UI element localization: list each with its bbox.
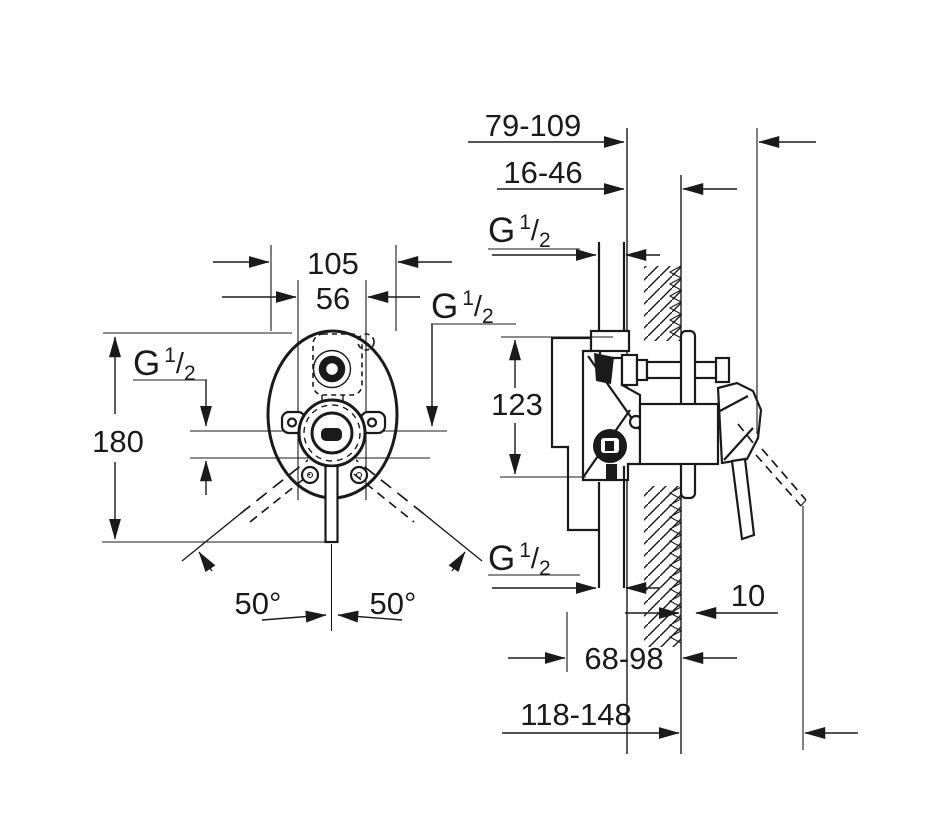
concealed-boss-dashed [357, 333, 375, 351]
outlet-pipe-cap [714, 356, 731, 384]
side-view [550, 128, 807, 754]
dim-total-depth-range: 118-148 [520, 697, 631, 732]
swing-left-ghost [249, 473, 311, 523]
pivot-screw-slot [605, 441, 614, 451]
dim-projection-range: 79-109 [485, 108, 582, 143]
screw-left-center [306, 471, 314, 479]
dim-plate-thickness: 10 [731, 578, 765, 613]
angle-arrow-right [337, 610, 403, 623]
top-port-fitting [589, 329, 631, 353]
dim-body-height: 180 [92, 424, 144, 459]
concealed-body-dashed [312, 333, 363, 396]
front-view [181, 280, 483, 631]
handle-knob [716, 381, 763, 465]
ear-hole-right [366, 417, 378, 428]
dim-port-spacing: 56 [316, 281, 350, 316]
dim-port-offset-height: 123 [491, 387, 543, 422]
screw-hole-right [349, 465, 369, 485]
swing-left-dashed [239, 459, 309, 515]
dim-wall-thickness-range: 16-46 [503, 155, 582, 190]
hex-fitting-large [620, 353, 639, 387]
lever-ghost-edge-2 [761, 448, 807, 501]
dim-lever-angle-left: 50° [235, 586, 282, 621]
lever-rod [324, 464, 339, 544]
cartridge-inner-ring [310, 411, 354, 455]
bottom-stub [606, 464, 617, 481]
shower-port-bore [318, 355, 346, 383]
lever-slot [321, 428, 342, 441]
swing-left-solid [181, 513, 241, 562]
arc-arrow-left [198, 551, 216, 573]
seal-wedge [594, 353, 614, 384]
cartridge-dashed-ring [303, 404, 361, 462]
mounting-bracket [550, 336, 599, 532]
swing-right-solid [423, 513, 483, 562]
knob-facet-1 [717, 395, 749, 413]
angle-arrow-left [261, 610, 327, 623]
lever-ghost-tip [800, 499, 807, 507]
lever-handle [730, 457, 756, 541]
ear-hole-left [286, 417, 298, 428]
lever-ghost-edge-1 [755, 454, 802, 507]
knob-facet-dashed [737, 423, 755, 445]
knob-facet-2 [723, 427, 754, 461]
swing-right-ghost [353, 473, 415, 523]
plaster-zigzag-upper [668, 265, 683, 339]
wall-hatch-upper [644, 266, 681, 341]
arc-arrow-right [448, 551, 466, 573]
swing-right-dashed [355, 459, 425, 515]
hex-fitting-small [635, 358, 649, 382]
dim-body-depth-range: 68-98 [584, 641, 663, 676]
shower-port-ring [312, 349, 352, 389]
dim-lever-angle-right: 50° [370, 586, 417, 621]
dim-body-width: 105 [307, 246, 359, 281]
cartridge-housing [638, 402, 720, 466]
wall-hatch-lower [644, 486, 681, 647]
